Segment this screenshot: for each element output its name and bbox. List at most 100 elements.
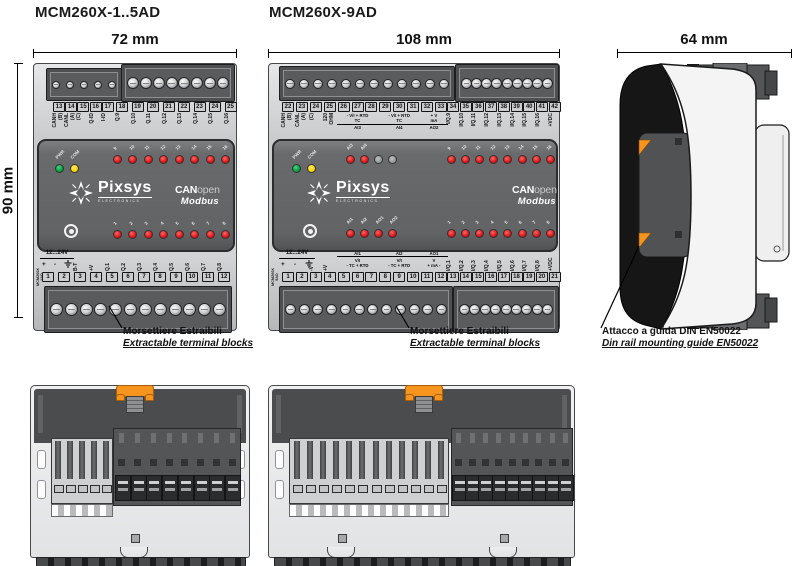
terminal-label: -V — [308, 266, 315, 271]
callout-it: Morsettiere Estraibili — [123, 326, 222, 337]
terminal-number: 20 — [535, 272, 548, 282]
screw-highlight — [117, 481, 128, 484]
terminal-number: 18 — [116, 102, 128, 112]
led-indicator — [306, 163, 316, 173]
terminal-number: 23 — [295, 102, 308, 112]
screw-highlight — [548, 481, 558, 484]
pin-clamp — [318, 485, 329, 493]
led-indicator — [387, 154, 397, 164]
logo-name: Pixsys — [98, 179, 152, 198]
din-clip-wing-right — [145, 394, 154, 401]
analog-line: mA — [430, 118, 438, 123]
terminal-number: 34 — [447, 102, 459, 112]
pin-clamp — [345, 485, 356, 493]
dim-64mm-label: 64 mm — [680, 31, 728, 48]
terminal-square — [149, 459, 157, 466]
terminal-label: I/Q.6 — [509, 260, 516, 271]
terminal-number: 27 — [351, 102, 364, 112]
terminal-screw — [168, 303, 182, 316]
led-indicator — [460, 154, 470, 164]
terminal-screw — [139, 77, 152, 89]
terminal-screw — [479, 304, 491, 315]
screw-highlight — [180, 481, 191, 484]
terminal-screw — [436, 304, 447, 315]
housing-slot-right — [237, 395, 242, 433]
led-indicator — [503, 228, 513, 238]
power-voltage: 12...24V — [40, 250, 74, 259]
analog-line: V/I — [354, 257, 361, 263]
led-indicator — [373, 154, 383, 164]
terminal-number: 35 — [459, 102, 472, 112]
led-indicator — [359, 228, 369, 238]
pin-clamp — [411, 485, 422, 493]
terminal-screw — [422, 304, 434, 315]
terminal-label: Q.4 — [153, 262, 159, 271]
screw-highlight — [180, 488, 191, 491]
terminal-screw — [313, 78, 323, 89]
din-clip-upper — [638, 139, 652, 156]
terminal-screw — [500, 304, 512, 315]
terminal-screw-slot — [177, 475, 194, 501]
led-indicator — [531, 154, 541, 164]
terminal-label: I/Q.12 — [484, 113, 491, 127]
can-text: CAN — [175, 184, 198, 196]
mounting-base — [36, 557, 246, 566]
screw-highlight — [468, 488, 478, 491]
canopen-label: CANopen — [512, 183, 557, 196]
screw-highlight — [454, 488, 465, 491]
led-indicator — [190, 154, 199, 164]
terminal-screw — [542, 77, 553, 89]
terminal-screw — [425, 78, 435, 89]
analog-line: - TC + RTD — [346, 262, 369, 268]
terminal-screw — [491, 77, 503, 89]
callout-en: Din rail mounting guide EN50022 — [602, 337, 759, 349]
terminal-screw — [510, 304, 522, 315]
terminal-label: Q-ID — [88, 113, 95, 124]
terminal-number: 6 — [351, 272, 364, 282]
terminal-number: 12 — [218, 272, 230, 282]
terminal-number: 3 — [309, 272, 322, 282]
terminal-square — [508, 459, 516, 466]
terminal-screw-slot — [146, 475, 163, 501]
led-indicator — [291, 163, 301, 173]
connector-pin — [385, 441, 392, 479]
terminal-number: 12 — [434, 272, 447, 282]
plus-symbol: + — [281, 260, 285, 268]
led-indicator — [221, 229, 230, 239]
dim-108mm-label: 108 mm — [396, 31, 452, 48]
screw-terminal-panel — [113, 428, 242, 506]
logo-sub: ELECTRONICS — [98, 199, 141, 203]
terminal-label: I/Q.13 — [496, 113, 503, 127]
terminal-number: 15 — [77, 102, 90, 112]
terminal-square — [468, 459, 476, 466]
terminal-number: 9 — [170, 272, 182, 282]
terminal-screw — [542, 304, 553, 315]
terminal-screw — [501, 77, 513, 89]
led-indicator — [112, 154, 122, 164]
terminal-number: 22 — [178, 102, 190, 112]
screw-highlight — [117, 488, 128, 491]
connector-pin — [67, 441, 73, 479]
terminal-number: 13 — [447, 272, 459, 282]
terminal-screw — [285, 304, 296, 315]
logo-name: Pixsys — [336, 179, 390, 198]
terminal-screw — [183, 303, 197, 316]
pin-clamp — [384, 485, 395, 493]
analog-line: + mA - — [427, 262, 441, 268]
terminal-label: Q.12 — [161, 113, 168, 124]
terminal-tab — [166, 433, 172, 443]
terminal-screw — [353, 304, 365, 315]
can-text: CAN — [512, 184, 535, 196]
terminal-screw — [108, 80, 116, 89]
terminal-screw — [408, 304, 420, 315]
terminal-screw — [511, 77, 523, 89]
led-indicator — [517, 154, 527, 164]
terminal-screw — [124, 303, 138, 316]
dim-64mm-line — [617, 49, 792, 58]
terminal-screw — [285, 78, 295, 89]
callout-it: Morsettiere Estraibili — [410, 326, 509, 337]
terminal-label: I/Q.9 — [446, 113, 452, 124]
terminal-connector — [279, 286, 453, 333]
